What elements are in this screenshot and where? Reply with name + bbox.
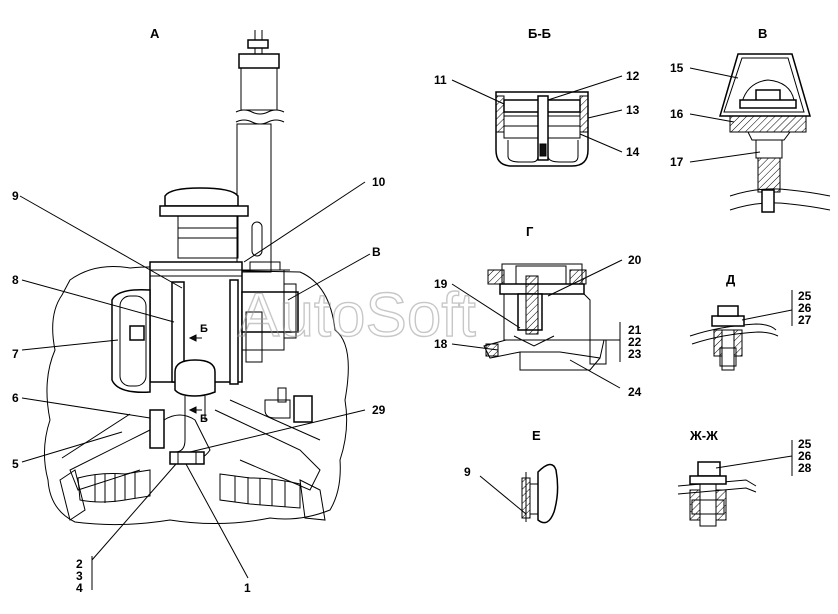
callout-17: 17 bbox=[670, 155, 684, 169]
view-a-assembly: Б Б А bbox=[44, 26, 349, 526]
leader-lines-bb bbox=[451, 75, 623, 153]
leader-lines-zhzh bbox=[715, 440, 793, 476]
section-mark-upper: Б bbox=[200, 323, 208, 335]
precleaner-dome bbox=[164, 187, 239, 207]
callout-10: 10 bbox=[372, 175, 386, 189]
callout-5: 5 bbox=[12, 457, 19, 471]
leader-lines-v bbox=[689, 67, 761, 163]
callout-9-e: 9 bbox=[464, 465, 471, 479]
view-v-detail: В bbox=[719, 26, 831, 213]
callout-25-d: 25 bbox=[798, 289, 812, 303]
callout-4: 4 bbox=[76, 581, 83, 595]
view-d-fastener: Д bbox=[689, 272, 779, 371]
intake-pipe bbox=[236, 123, 272, 273]
intake-duct bbox=[174, 359, 216, 397]
callout-20: 20 bbox=[628, 253, 642, 267]
callout-23: 23 bbox=[628, 347, 642, 361]
callout-2: 2 bbox=[76, 557, 83, 571]
callout-16: 16 bbox=[670, 107, 684, 121]
view-v-title: В bbox=[758, 26, 767, 41]
callout-7: 7 bbox=[12, 347, 19, 361]
view-zhzh-title: Ж-Ж bbox=[689, 428, 718, 443]
callout-v: В bbox=[372, 245, 381, 259]
watermark-text: AutoSoft bbox=[238, 281, 476, 350]
callout-12: 12 bbox=[626, 69, 640, 83]
callout-11: 11 bbox=[434, 73, 447, 87]
callout-14: 14 bbox=[626, 145, 640, 159]
callout-26-d: 26 bbox=[798, 301, 812, 315]
callout-24: 24 bbox=[628, 385, 642, 399]
hose-clamp bbox=[169, 451, 205, 465]
callout-15: 15 bbox=[670, 61, 684, 75]
callout-6: 6 bbox=[12, 391, 19, 405]
callout-28: 28 bbox=[798, 461, 812, 475]
callout-22: 22 bbox=[628, 335, 642, 349]
section-mark-lower: Б bbox=[200, 413, 208, 425]
callout-26-zh: 26 bbox=[798, 449, 812, 463]
callout-25-zh: 25 bbox=[798, 437, 812, 451]
top-filter-cap bbox=[238, 53, 280, 69]
view-bb-title: Б-Б bbox=[528, 26, 551, 41]
callout-29: 29 bbox=[372, 403, 386, 417]
corrugated-hose-left bbox=[77, 469, 151, 503]
callout-13: 13 bbox=[626, 103, 640, 117]
view-e-title: Е bbox=[532, 428, 541, 443]
callout-8: 8 bbox=[12, 273, 19, 287]
view-a-title: А bbox=[150, 26, 160, 41]
top-filter-body bbox=[240, 67, 278, 111]
callout-3: 3 bbox=[76, 569, 83, 583]
engine-outline bbox=[44, 266, 349, 526]
callout-27: 27 bbox=[798, 313, 812, 327]
callout-19: 19 bbox=[434, 277, 448, 291]
callout-9: 9 bbox=[12, 189, 19, 203]
callout-21: 21 bbox=[628, 323, 642, 337]
manifold-right-arm bbox=[214, 399, 321, 491]
filter-end-cover bbox=[111, 288, 151, 393]
view-bb-section: Б-Б bbox=[495, 26, 589, 167]
callout-18: 18 bbox=[434, 337, 448, 351]
corrugated-hose-right bbox=[219, 473, 301, 509]
view-zhzh-fastener: Ж-Ж bbox=[677, 428, 757, 527]
view-g-section: Г bbox=[483, 224, 607, 371]
leader-lines-g bbox=[451, 259, 623, 389]
manifold-left-arm bbox=[61, 413, 151, 491]
view-e-detail: Е bbox=[521, 428, 559, 524]
leader-lines-main bbox=[19, 181, 371, 590]
callout-1: 1 bbox=[244, 581, 251, 595]
leader-lines-d bbox=[741, 290, 793, 326]
view-d-title: Д bbox=[726, 272, 736, 287]
leader-line-e bbox=[479, 475, 527, 515]
view-g-title: Г bbox=[526, 224, 534, 239]
